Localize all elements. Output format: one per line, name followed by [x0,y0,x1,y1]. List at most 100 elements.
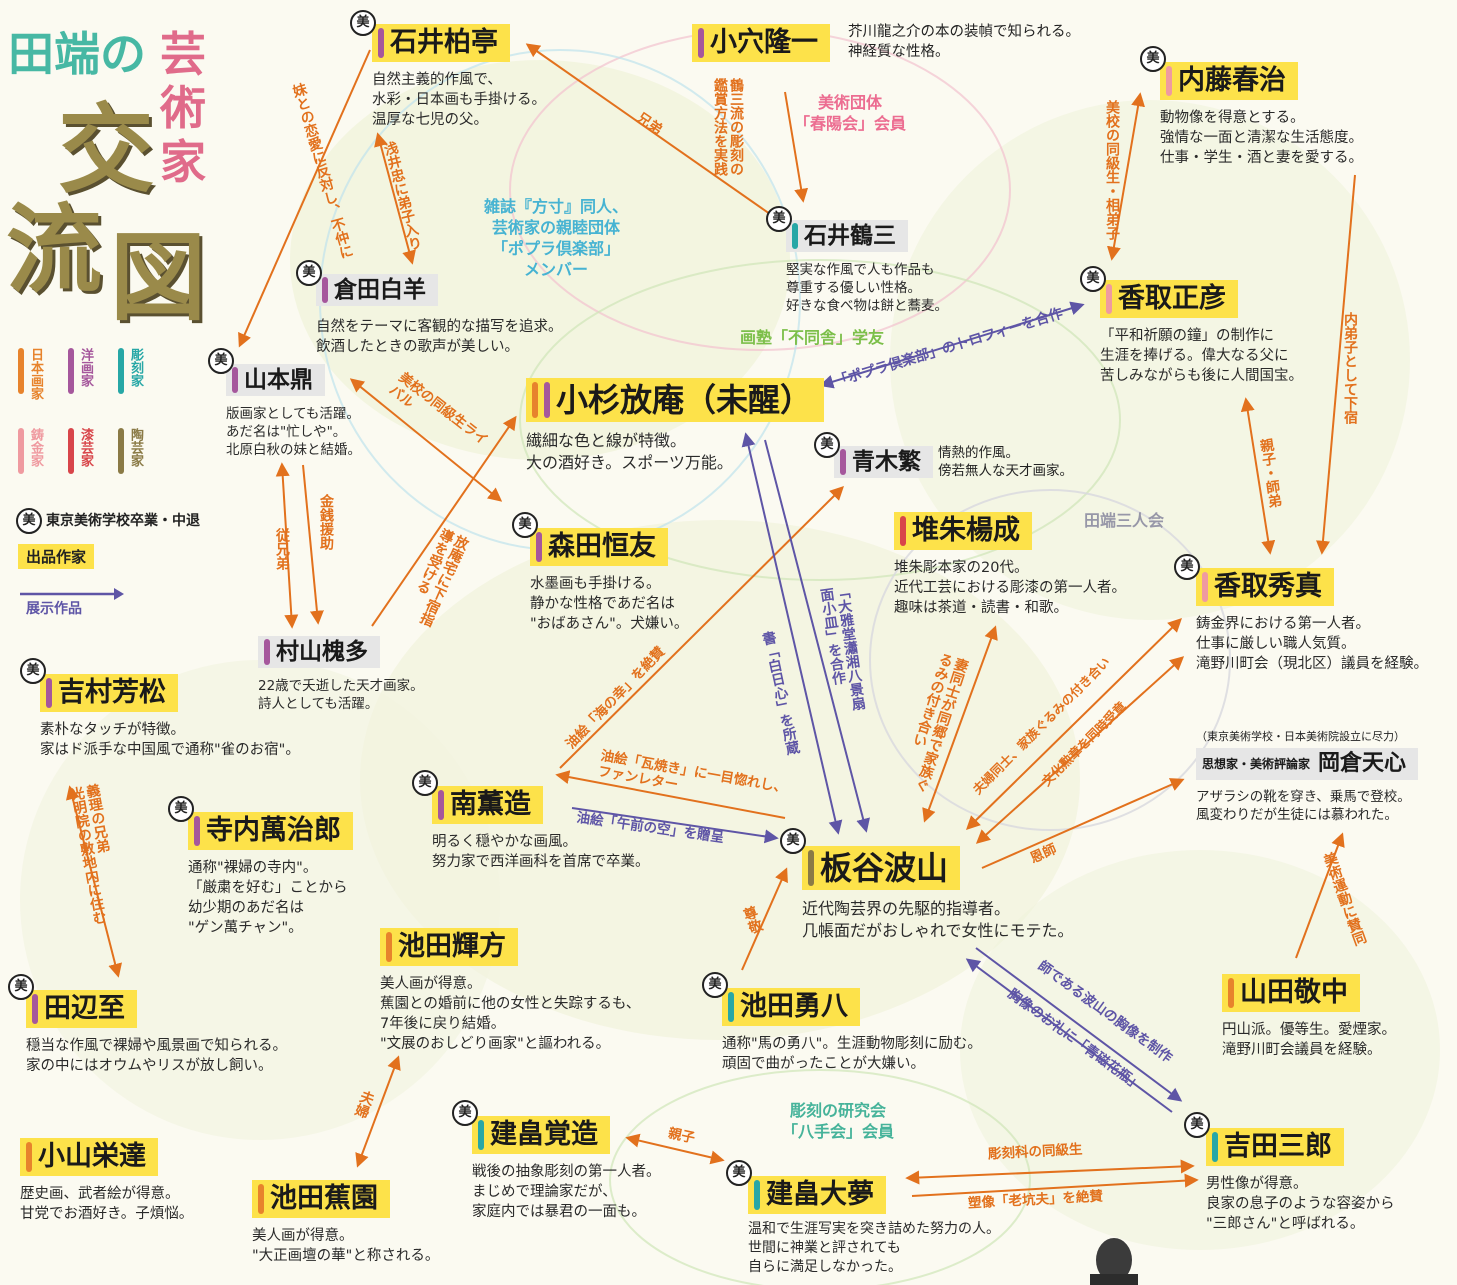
group-hattekai: 彫刻の研究会 「八手会」会員 [782,1101,895,1141]
artist-desc: 円山派。優等生。愛煙家。 滝野川町会議員を経験。 [1222,1022,1396,1058]
artist-name: 建畠大夢 [766,1179,874,1210]
artist-name: 内藤春治 [1178,65,1286,96]
artist-yoshida[interactable]: 美 吉田三郎 男性像が得意。 良家の息子のような容姿から "三郎さん"と呼ばれる… [1184,1112,1395,1234]
artist-desc: 素朴なタッチが特徴。 家はド派手な中国風で通称"雀のお宿"。 [40,722,300,758]
artist-desc: 自然をテーマに客観的な描写を追求。 飲酒したときの歌声が美しい。 [316,319,563,355]
artist-desc: 堅実な作風で人も作品も 尊重する優しい性格。 好きな食べ物は餅と蕎麦。 [786,262,948,314]
school-mark-icon: 美 [1184,1112,1210,1138]
artist-tanabe[interactable]: 美 田辺至 穏当な作風で裸婦や風景画で知られる。 家の中にはオウムやリスが放し飼… [8,974,287,1076]
artist-aoki[interactable]: 美 青木繁 [814,432,933,479]
legend-type-label: 洋画家 [78,348,93,387]
artist-kurata[interactable]: 美 倉田白羊 自然をテーマに客観的な描写を追求。 飲酒したときの歌声が美しい。 [296,260,563,357]
artist-katsuki[interactable]: 堆朱楊成 堆朱彫本家の20代。 近代工芸における彫漆の第一人者。 趣味は茶道・読… [894,512,1126,618]
artist-yamamoto[interactable]: 美 山本鼎 版画家としても活躍。 あだ名は"忙しや"。 北原白秋の妹と結婚。 [208,348,361,459]
nihonga-pen-icon [258,1184,264,1214]
yoga-pen-icon [194,816,200,846]
artist-katori-masahiko[interactable]: 美 香取正彦 「平和祈願の鐘」の制作に 生涯を捧げる。偉大なる父に 苦しみながら… [1080,266,1303,386]
artist-desc: 歴史画、武者絵が得意。 甘党でお酒好き。子煩悩。 [20,1186,194,1222]
artist-terauchi[interactable]: 美 寺内萬治郎 通称"裸婦の寺内"。 「厳粛を好む」ことから 幼少期のあだ名は … [168,796,353,938]
artist-name: 小杉放庵（未醒） [556,381,813,419]
artist-okakura[interactable]: （東京美術学校・日本美術院設立に尽力） 思想家・美術評論家岡倉天心 アザラシの靴… [1196,730,1419,824]
rel-kinsen: 金銭援助 [318,494,334,550]
artist-ishii-tsuruzo[interactable]: 美 石井鶴三 堅実な作風で人も作品も 尊重する優しい性格。 好きな食べ物は餅と蕎… [766,206,948,315]
nihonga-pen-icon [26,1142,32,1172]
legend-type-label: 陶芸家 [128,428,143,467]
legend-exhibitor: 出品作家 [18,544,95,569]
title-line3: 術 [160,81,206,135]
school-mark-icon: 美 [512,512,538,538]
artist-ikeda-kiho[interactable]: 池田輝方 美人画が得意。 蕉園との婚前に他の女性と失踪するも、 7年後に戻り結婚… [380,928,640,1054]
chokoku-pen-icon [792,223,798,249]
artist-desc: 堆朱彫本家の20代。 近代工芸における彫漆の第一人者。 趣味は茶道・読書・和歌。 [894,560,1126,616]
group-fudosha: 画塾「不同舎」学友 [740,328,885,347]
artist-minami[interactable]: 美 南薫造 明るく穏やかな画風。 努力家で西洋画科を首席で卒業。 [412,770,650,872]
artist-ikeda-yuhachi[interactable]: 美 池田勇八 通称"馬の勇八"。生涯動物彫刻に励む。 頑固で曲がったことが大嫌い… [702,972,982,1074]
bust-sculpture-icon [1090,1238,1138,1285]
artist-desc: 「平和祈願の鐘」の制作に 生涯を捧げる。偉大なる父に 苦しみながらも後に人間国宝… [1100,328,1303,384]
okakura-tag: 思想家・美術評論家 [1202,757,1311,771]
school-mark-icon: 美 [208,348,234,374]
artist-naito[interactable]: 美 内藤春治 動物像を得意とする。 強情な一面と清潔な生活態度。 仕事・学生・酒… [1140,46,1363,168]
school-mark-icon: 美 [412,770,438,796]
artist-tatehata-taimu[interactable]: 美 建畠大夢 温和で生涯写実を突き詰めた努力の人。 世間に神業と評されても 自ら… [726,1160,1000,1277]
artist-desc: 通称"馬の勇八"。生涯動物彫刻に励む。 頑固で曲がったことが大嫌い。 [722,1036,982,1072]
artist-murayama[interactable]: 村山槐多 22歳で夭逝した天才画家。 詩人としても活躍。 [258,636,424,713]
artist-yamada[interactable]: 山田敬中 円山派。優等生。愛煙家。 滝野川町会議員を経験。 [1222,974,1396,1060]
artist-name: 池田蕉園 [270,1183,378,1214]
artist-name: 香取正彦 [1118,283,1226,314]
yoga-pen-icon [544,382,550,418]
artist-desc: 水墨画も手掛ける。 静かな性格であだ名は "おばあさん"。犬嫌い。 [530,576,689,632]
nihonga-pen-icon [386,932,392,962]
artist-oana-desc: 芥川龍之介の本の装幀で知られる。 神経質な性格。 [848,24,1080,60]
artist-name: 石井柏亭 [390,27,498,58]
artist-desc: アザラシの靴を穿き、乗馬で登校。 風変わりだが生徒には慕われた。 [1196,789,1411,823]
artist-tatehata-kakuzo[interactable]: 美 建畠覚造 戦後の抽象彫刻の第一人者。 まじめで理論家だが、 家庭内では暴君の… [452,1100,661,1222]
artist-name: 倉田白羊 [334,277,426,303]
title-big2: 流 [6,194,102,306]
artist-name: 吉田三郎 [1224,1131,1332,1162]
artist-yoshimura[interactable]: 美 吉村芳松 素朴なタッチが特徴。 家はド派手な中国風で通称"雀のお宿"。 [20,658,300,760]
artist-itaya[interactable]: 美 板谷波山 近代陶芸界の先駆的指導者。 几帳面だがおしゃれで女性にモテた。 [780,828,1074,942]
rel-classmate-naito: 美校の同級生・相弟子 [1104,100,1120,240]
legend-pen-icon [18,348,24,394]
nihonga-pen-icon [532,382,538,418]
chokoku-pen-icon [478,1120,484,1150]
artist-desc: 通称"裸婦の寺内"。 「厳粛を好む」ことから 幼少期のあだ名は "ゲン萬チャン"… [188,860,348,936]
school-mark-icon: 美 [296,260,322,286]
legend-pen-icon [18,428,24,474]
artist-name: 村山槐多 [276,639,368,665]
school-mark-icon: 美 [1080,266,1106,292]
artist-name: 堆朱楊成 [912,515,1020,546]
artist-ishii-hakutei[interactable]: 美 石井柏亭 自然主義的作風で、 水彩・日本画も手掛ける。 温厚な七児の父。 [350,10,546,130]
legend-pen-icon [68,428,74,474]
yoga-pen-icon [322,277,328,303]
title-line4: 家 [160,135,206,189]
nihonga-pen-icon [1228,978,1234,1008]
artist-katori-hotsuma[interactable]: 美 香取秀真 鋳金界における第一人者。 仕事に厳しい職人気質。 滝野川町会（現北… [1174,554,1428,674]
legend-arrow-icon [20,588,124,600]
artist-name: 香取秀真 [1214,571,1322,602]
shikko-pen-icon [900,516,906,546]
artist-koyama[interactable]: 小山栄達 歴史画、武者絵が得意。 甘党でお酒好き。子煩悩。 [20,1138,193,1224]
rel-itoko: 従兄弟 [274,528,290,570]
school-mark-icon: 美 [168,796,194,822]
school-mark-icon: 美 [702,972,728,998]
artist-ikeda-shoen[interactable]: 池田蕉園 美人画が得意。 "大正画壇の華"と称される。 [252,1180,439,1266]
title-big1: 交 [58,94,154,206]
chukin-pen-icon [1106,284,1112,314]
artist-desc: 穏当な作風で裸婦や風景画で知られる。 家の中にはオウムやリスが放し飼い。 [26,1038,287,1074]
artist-name: 山本鼎 [244,367,313,393]
artist-name: 吉村芳松 [58,677,166,708]
artist-morita[interactable]: 美 森田恒友 水墨画も手掛ける。 静かな性格であだ名は "おばあさん"。犬嫌い。 [512,512,689,634]
artist-oana[interactable]: 小穴隆一 [692,24,830,62]
legend-type-label: 日本画家 [28,348,43,400]
chokoku-pen-icon [754,1180,760,1210]
artist-kosugi[interactable]: 小杉放庵（未醒） 繊細な色と線が特徴。 大の酒好き。スポーツ万能。 [526,378,825,474]
artist-name: 建畠覚造 [490,1119,598,1150]
artist-name: 寺内萬治郎 [206,815,341,846]
legend-type-0: 日本画家 [18,348,43,400]
artist-desc: 明るく穏やかな画風。 努力家で西洋画科を首席で卒業。 [432,834,650,870]
yoga-pen-icon [32,994,38,1024]
artist-name: 岡倉天心 [1318,751,1407,776]
